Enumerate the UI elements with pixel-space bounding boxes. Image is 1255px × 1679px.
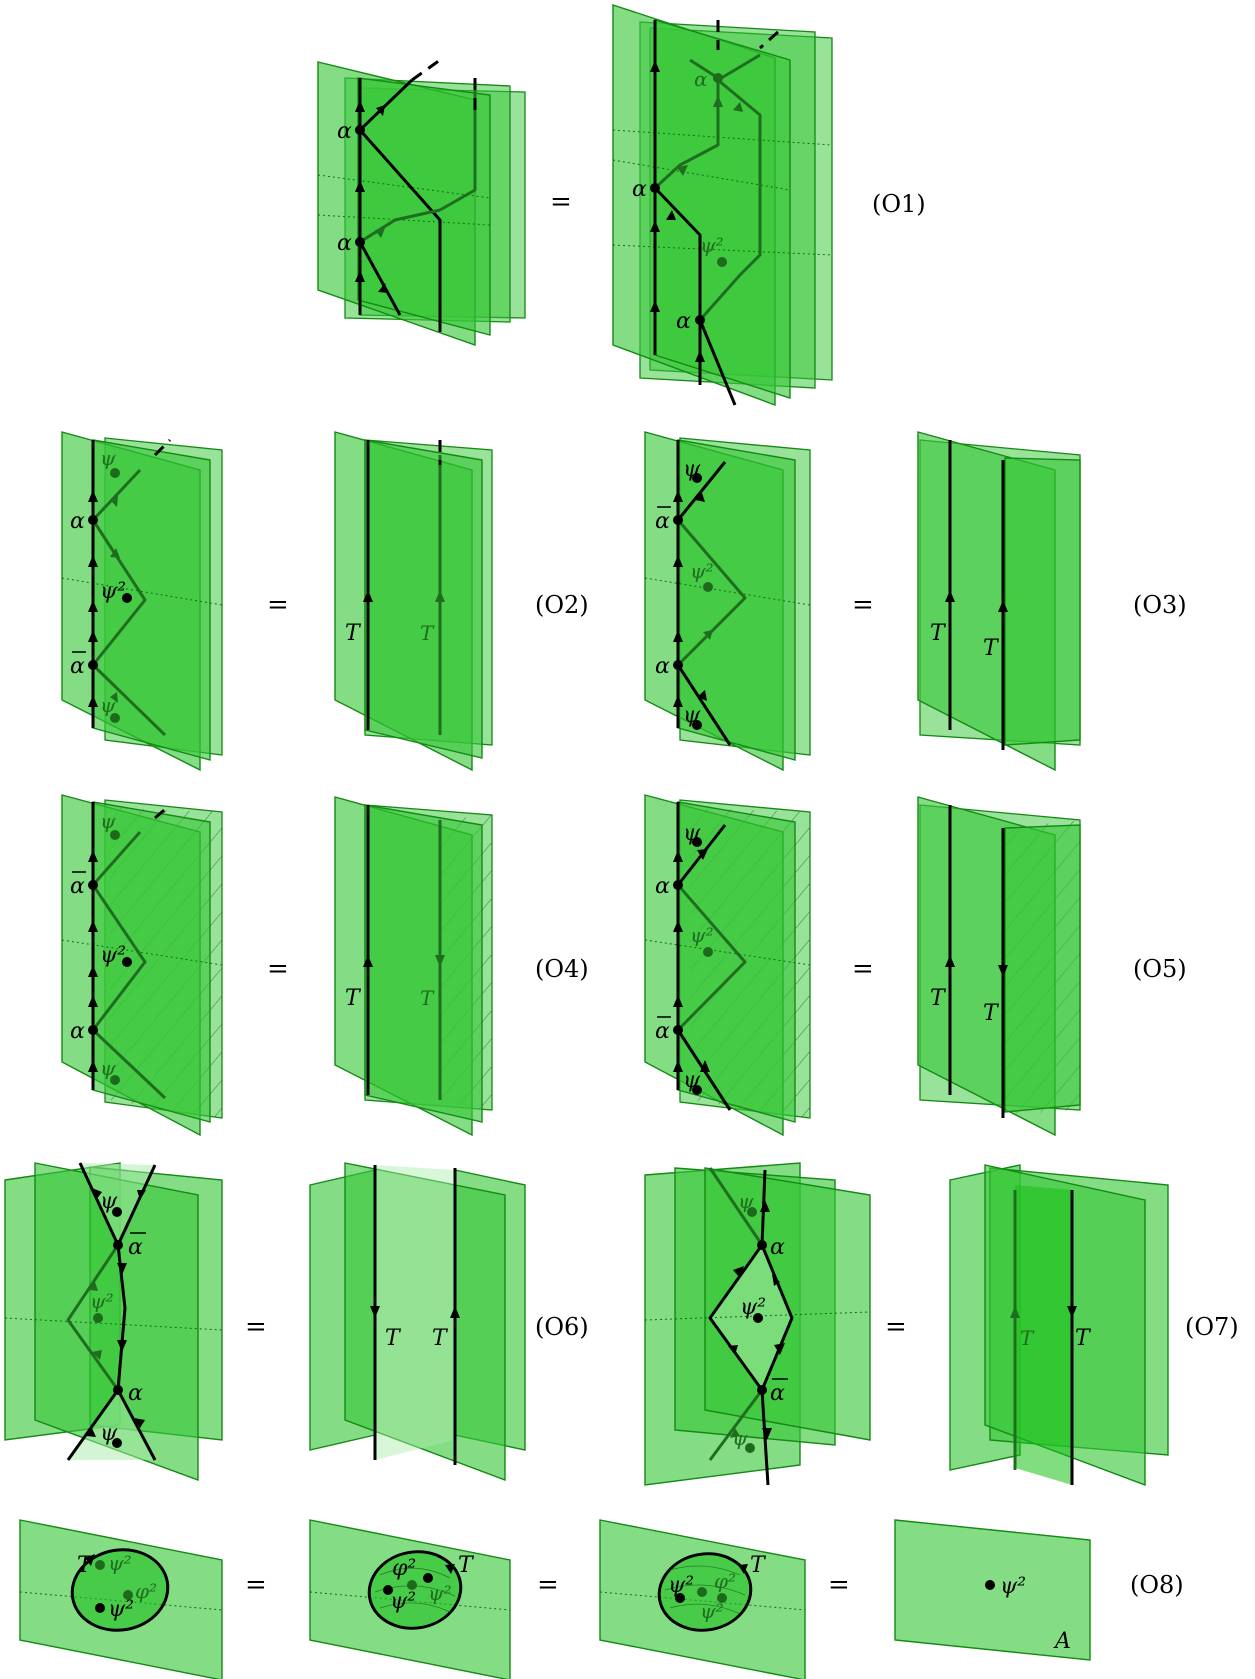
psi-squared-label: ψ² — [100, 579, 126, 604]
T-label: T — [1075, 1326, 1092, 1351]
equation-tag-o5: (O5) — [1133, 955, 1187, 983]
psi-squared-label: ψ² — [100, 943, 126, 968]
psi-label: ψ — [683, 821, 701, 846]
o6-lhs: ψ ψ ψ² α α — [4, 1162, 223, 1482]
o7-lhs: ψ ψ ψ² α α — [644, 1162, 871, 1486]
alpha-label: α — [655, 654, 670, 679]
T-label: T — [750, 1553, 767, 1578]
psi-squared-label: ψ² — [90, 1289, 114, 1313]
psi-squared-label: ψ² — [690, 923, 714, 947]
o8-term-3: T ψ² φ² ψ² — [599, 1519, 806, 1679]
psi-squared-label: ψ² — [390, 1589, 416, 1614]
alpha-label: α — [770, 1235, 785, 1260]
equals-sign: = — [885, 1312, 907, 1342]
psi-squared-label: ψ² — [428, 1581, 452, 1605]
T-label: T — [432, 1326, 449, 1351]
equals-sign: = — [537, 1570, 559, 1600]
T-label: T — [77, 1553, 94, 1578]
equals-sign: = — [267, 954, 289, 984]
equals-sign: = — [267, 590, 289, 620]
equation-tag-o1: (O1) — [872, 190, 926, 218]
phi-squared-label: φ² — [135, 1579, 157, 1603]
equals-sign: = — [852, 590, 874, 620]
o3-rhs: T T — [917, 431, 1081, 772]
T-label: T — [930, 986, 947, 1011]
T-label: T — [345, 621, 362, 646]
alpha-label: α — [337, 231, 352, 256]
psi-squared-label: ψ² — [690, 559, 714, 583]
alpha-bar-label: α — [70, 654, 85, 679]
o3-lhs: α α ψ ψ ψ² — [644, 431, 811, 772]
equals-sign: = — [245, 1570, 267, 1600]
alpha-label: α — [676, 309, 691, 334]
T-label: T — [420, 621, 435, 645]
equation-tag-o7: (O7) — [1185, 1313, 1239, 1341]
o2-lhs: α α ψ² ψ ψ — [61, 431, 223, 772]
o4-rhs: T T — [334, 796, 493, 1137]
o8-term-4: ψ² A — [894, 1519, 1091, 1661]
equation-tag-o6: (O6) — [535, 1313, 589, 1341]
o1-lhs: α α — [317, 58, 526, 346]
T-label: T — [385, 1326, 402, 1351]
alpha-bar-label: α — [655, 1019, 670, 1044]
psi-squared-label: ψ² — [668, 1573, 694, 1598]
alpha-label: α — [632, 177, 647, 202]
o5-lhs: α α ψ ψ ψ² — [644, 794, 811, 1137]
o2-rhs: T T — [334, 431, 493, 772]
psi-squared-label: ψ² — [108, 1551, 132, 1575]
psi-squared-label: ψ² — [1000, 1574, 1026, 1599]
o5-rhs: T T — [917, 796, 1081, 1137]
T-label: T — [983, 636, 1000, 661]
psi-label: ψ — [100, 1056, 116, 1080]
T-label: T — [345, 986, 362, 1011]
alpha-label: α — [655, 874, 670, 899]
phi-squared-label: φ² — [714, 1569, 736, 1593]
psi-label: ψ — [100, 446, 116, 470]
alpha-label: α — [128, 1381, 143, 1406]
T-label: T — [930, 621, 947, 646]
o7-rhs: T T — [949, 1164, 1169, 1487]
psi-squared-label: ψ² — [700, 1599, 724, 1623]
T-label: T — [458, 1553, 475, 1578]
alpha-bar-label: α — [128, 1235, 143, 1260]
alpha-bar-label: α — [655, 509, 670, 534]
A-label: A — [1053, 1629, 1071, 1654]
psi-label: ψ — [100, 693, 116, 717]
psi-label: ψ — [683, 703, 701, 728]
equals-sign: = — [852, 954, 874, 984]
phi-squared-label: φ² — [392, 1556, 416, 1581]
psi-label: ψ — [100, 1421, 118, 1446]
alpha-label: α — [337, 119, 352, 144]
o8-term-2: T φ² ψ² ψ² — [309, 1519, 511, 1679]
T-label: T — [420, 986, 435, 1010]
psi-label: ψ — [732, 1426, 748, 1450]
psi-label: ψ — [683, 457, 701, 482]
equation-tag-o8: (O8) — [1130, 1571, 1184, 1599]
equals-sign: = — [550, 187, 572, 217]
alpha-label: α — [694, 67, 708, 91]
psi-squared-label: ψ² — [108, 1597, 134, 1622]
psi-label: ψ — [683, 1068, 701, 1093]
alpha-label: α — [70, 509, 85, 534]
equals-sign: = — [828, 1570, 850, 1600]
psi-squared-label: ψ² — [700, 233, 724, 257]
o4-lhs: α α ψ² ψ ψ — [61, 794, 223, 1137]
T-label: T — [983, 1001, 1000, 1026]
T-label: T — [1020, 1326, 1035, 1350]
alpha-label: α — [70, 1019, 85, 1044]
o8-term-1: T ψ² φ² ψ² — [19, 1519, 223, 1679]
o1-rhs: α α α ψ² — [612, 4, 833, 407]
alpha-bar-label: α — [770, 1381, 785, 1406]
equals-sign: = — [245, 1312, 267, 1342]
equation-tag-o3: (O3) — [1133, 591, 1187, 619]
o6-rhs: T T — [309, 1162, 526, 1482]
psi-squared-label: ψ² — [740, 1295, 766, 1320]
psi-label: ψ — [100, 1189, 118, 1214]
equation-tag-o4: (O4) — [535, 955, 589, 983]
psi-label: ψ — [738, 1189, 754, 1213]
alpha-bar-label: α — [70, 874, 85, 899]
psi-label: ψ — [100, 809, 116, 833]
equation-tag-o2: (O2) — [535, 591, 589, 619]
